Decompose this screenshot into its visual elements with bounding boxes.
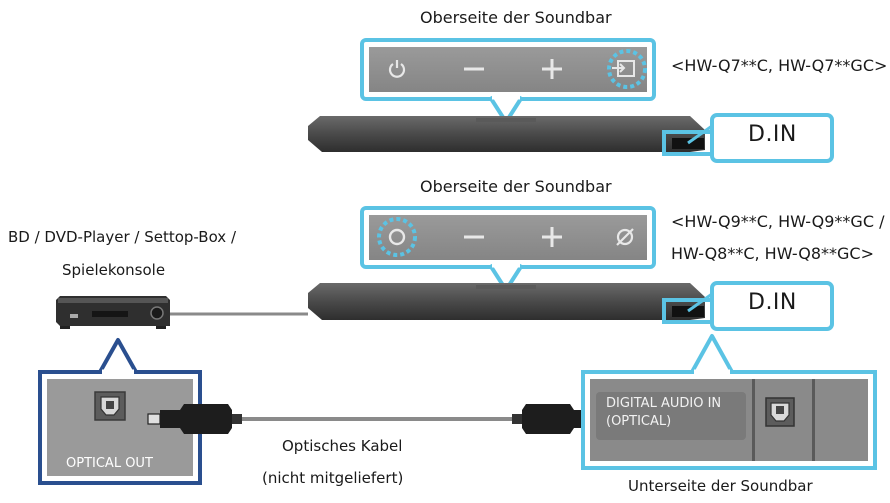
middle-soundbar — [308, 281, 834, 331]
circle-button-icon — [377, 217, 417, 257]
middle-din-label: D.IN — [748, 290, 797, 315]
mic-off-icon — [616, 228, 634, 246]
source-device-label-line1: BD / DVD-Player / Settop-Box / — [8, 228, 237, 246]
source-input-icon — [607, 49, 647, 89]
optical-cable — [147, 404, 607, 434]
source-device — [56, 296, 308, 329]
top-control-panel — [360, 38, 656, 124]
middle-panel-models-line2: HW-Q8**C, HW-Q8**GC> — [671, 244, 874, 263]
top-soundbar — [308, 113, 834, 163]
optical-out-label: OPTICAL OUT — [66, 456, 153, 471]
digital-audio-in-label-line2: (OPTICAL) — [606, 414, 672, 429]
digital-audio-in-label-line1: DIGITAL AUDIO IN — [606, 396, 722, 411]
plus-icon — [542, 59, 562, 79]
digital-audio-in-callout — [581, 334, 877, 470]
middle-panel-title: Oberseite der Soundbar — [420, 177, 612, 196]
soundbar-bottom-caption: Unterseite der Soundbar — [628, 477, 813, 495]
top-panel-title: Oberseite der Soundbar — [420, 8, 612, 27]
top-din-label: D.IN — [748, 122, 797, 147]
plus-icon — [542, 227, 562, 247]
top-panel-models: <HW-Q7**C, HW-Q7**GC> — [671, 56, 888, 75]
cable-label-line2: (nicht mitgeliefert) — [262, 469, 404, 487]
middle-panel-models-line1: <HW-Q9**C, HW-Q9**GC / — [671, 212, 885, 231]
middle-control-panel — [360, 206, 656, 292]
source-device-label-line2: Spielekonsole — [62, 261, 166, 279]
power-icon — [388, 60, 406, 78]
cable-label-line1: Optisches Kabel — [282, 437, 403, 455]
